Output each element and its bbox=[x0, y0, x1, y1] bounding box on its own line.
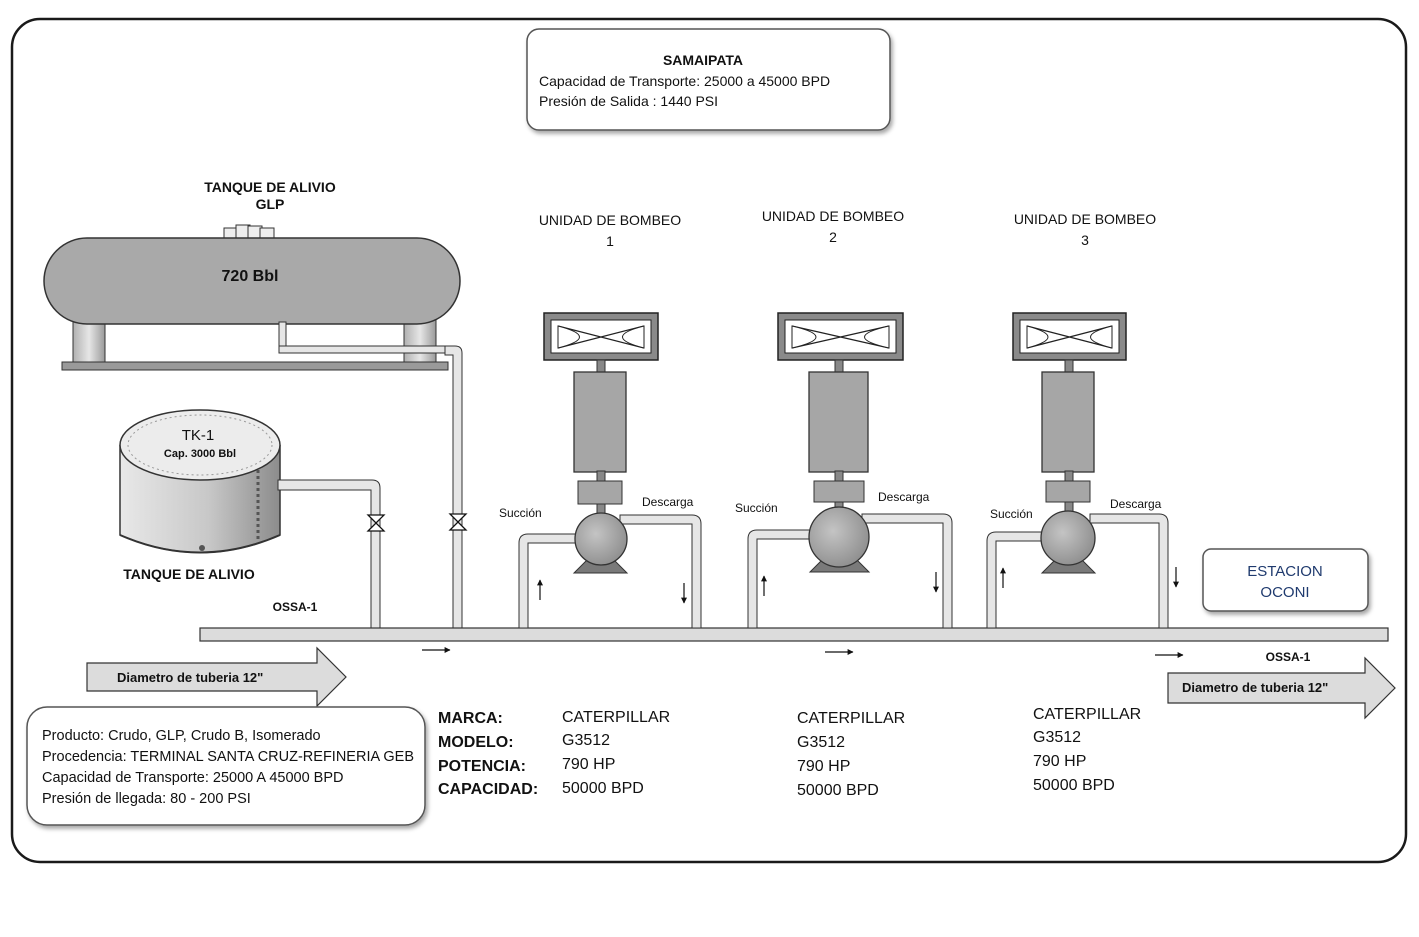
product-info-box: Producto: Crudo, GLP, Crudo B, Isomerado… bbox=[26, 706, 426, 826]
spec-3-capacity: 50000 BPD bbox=[1033, 777, 1115, 794]
spec-label-model: MODELO: bbox=[438, 734, 514, 751]
spec-label-capacity: CAPACIDAD: bbox=[438, 781, 538, 798]
station-name: SAMAIPATA bbox=[663, 52, 743, 68]
glp-tank-title: TANQUE DE ALIVIO bbox=[204, 179, 336, 195]
pump-3-coupling bbox=[1045, 480, 1091, 503]
pump-2-number: 2 bbox=[829, 229, 837, 245]
main-pipeline bbox=[199, 627, 1389, 642]
spec-1-brand: CATERPILLAR bbox=[562, 709, 670, 726]
pump-3-number: 3 bbox=[1081, 232, 1089, 248]
pump-1-number: 1 bbox=[606, 233, 614, 249]
spec-2-brand: CATERPILLAR bbox=[797, 710, 905, 727]
transport-capacity-line: Capacidad de Transporte: 25000 A 45000 B… bbox=[42, 770, 344, 786]
product-line: Producto: Crudo, GLP, Crudo B, Isomerado bbox=[42, 728, 321, 744]
glp-relief-tank: TANQUE DE ALIVIO GLP 720 Bbl bbox=[43, 179, 463, 629]
station-pressure: Presión de Salida : 1440 PSI bbox=[539, 93, 718, 109]
pump-3-radiator bbox=[1012, 312, 1127, 361]
pump-2-radiator bbox=[777, 312, 904, 361]
pump-1-engine bbox=[573, 371, 627, 473]
relief-tank-tk1: TK-1 Cap. 3000 Bbl TANQUE DE ALIVIO bbox=[119, 409, 381, 629]
pump-1-coupling bbox=[577, 480, 623, 505]
tk1-capacity: Cap. 3000 Bbl bbox=[164, 448, 236, 460]
spec-2-power: 790 HP bbox=[797, 758, 850, 775]
pump-2-engine bbox=[808, 371, 869, 473]
spec-3-power: 790 HP bbox=[1033, 753, 1086, 770]
specs-unit-3: CATERPILLAR G3512 790 HP 50000 BPD bbox=[1033, 706, 1141, 794]
pump-unit-2: UNIDAD DE BOMBEO 2 Succión Descarga bbox=[735, 208, 953, 629]
tk1-title: TANQUE DE ALIVIO bbox=[123, 566, 255, 582]
pump-3-title: UNIDAD DE BOMBEO bbox=[1014, 211, 1156, 227]
pump-1-body bbox=[574, 512, 628, 566]
destination-box: ESTACION OCONI bbox=[1202, 548, 1369, 612]
pump-3-discharge-label: Descarga bbox=[1110, 497, 1162, 511]
spec-label-brand: MARCA: bbox=[438, 710, 503, 727]
diameter-arrow-left: Diametro de tuberia 12" bbox=[86, 646, 347, 708]
specs-unit-1: CATERPILLAR G3512 790 HP 50000 BPD bbox=[562, 709, 670, 797]
diagram-frame bbox=[10, 17, 1408, 864]
pump-2-title: UNIDAD DE BOMBEO bbox=[762, 208, 904, 224]
pump-unit-1: UNIDAD DE BOMBEO 1 Succión Descarga bbox=[499, 212, 702, 629]
glp-valve bbox=[448, 513, 468, 531]
tk1-id: TK-1 bbox=[182, 427, 215, 444]
destination-line2: OCONI bbox=[1260, 584, 1309, 601]
arrival-pressure-line: Presión de llegada: 80 - 200 PSI bbox=[42, 791, 251, 807]
pump-3-body bbox=[1040, 510, 1096, 566]
diameter-arrow-right: Diametro de tuberia 12" bbox=[1167, 656, 1396, 720]
tk1-valve bbox=[366, 514, 386, 532]
spec-label-power: POTENCIA: bbox=[438, 758, 526, 775]
spec-1-capacity: 50000 BPD bbox=[562, 780, 644, 797]
origin-line: Procedencia: TERMINAL SANTA CRUZ-REFINER… bbox=[42, 749, 414, 765]
glp-tank-volume: 720 Bbl bbox=[222, 268, 279, 285]
diameter-label-right: Diametro de tuberia 12" bbox=[1182, 680, 1328, 695]
pipeline-label-right: OSSA-1 bbox=[1266, 650, 1311, 664]
station-capacity: Capacidad de Transporte: 25000 a 45000 B… bbox=[539, 73, 830, 89]
specs-unit-2: CATERPILLAR G3512 790 HP 50000 BPD bbox=[797, 710, 905, 799]
pump-unit-3: UNIDAD DE BOMBEO 3 Succión Descarga bbox=[986, 211, 1179, 629]
pump-2-coupling bbox=[813, 480, 865, 503]
spec-2-capacity: 50000 BPD bbox=[797, 782, 879, 799]
spec-labels: MARCA: MODELO: POTENCIA: CAPACIDAD: bbox=[438, 710, 538, 798]
spec-3-model: G3512 bbox=[1033, 729, 1081, 746]
spec-3-brand: CATERPILLAR bbox=[1033, 706, 1141, 723]
spec-2-model: G3512 bbox=[797, 734, 845, 751]
pipeline-label-left: OSSA-1 bbox=[273, 600, 318, 614]
pump-1-radiator bbox=[543, 312, 659, 361]
pump-1-discharge-label: Descarga bbox=[642, 495, 694, 509]
spec-1-power: 790 HP bbox=[562, 756, 615, 773]
pump-3-engine bbox=[1041, 371, 1095, 473]
pump-2-suction-label: Succión bbox=[735, 501, 778, 515]
pump-3-suction-label: Succión bbox=[990, 507, 1033, 521]
pump-1-suction-label: Succión bbox=[499, 506, 542, 520]
destination-line1: ESTACION bbox=[1247, 563, 1323, 580]
spec-1-model: G3512 bbox=[562, 732, 610, 749]
pump-1-title: UNIDAD DE BOMBEO bbox=[539, 212, 681, 228]
station-info-box: SAMAIPATA Capacidad de Transporte: 25000… bbox=[526, 28, 891, 131]
pump-2-body bbox=[808, 506, 870, 568]
glp-tank-subtitle: GLP bbox=[256, 196, 285, 212]
diameter-label-left: Diametro de tuberia 12" bbox=[117, 670, 263, 685]
pump-2-discharge-label: Descarga bbox=[878, 490, 930, 504]
